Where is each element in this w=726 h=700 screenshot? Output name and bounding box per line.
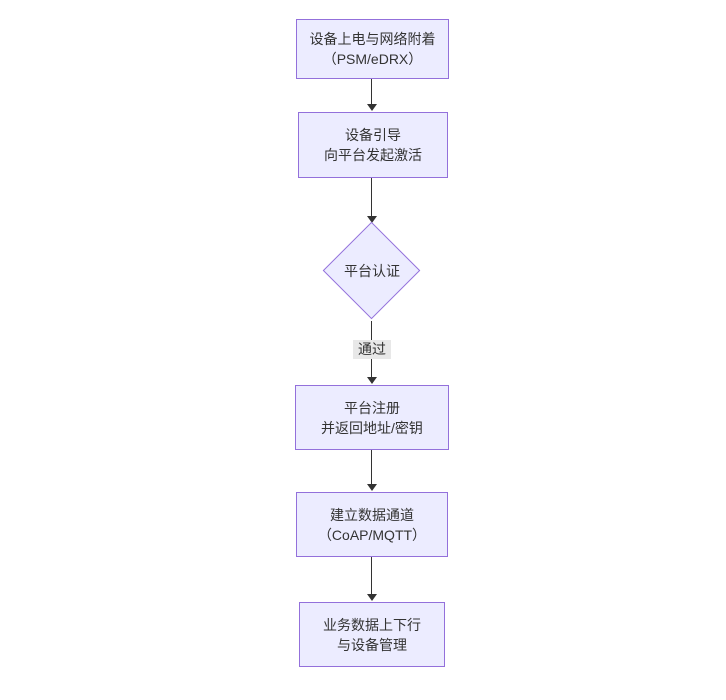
arrowhead-down-icon [367, 104, 377, 111]
node-text-line: （CoAP/MQTT） [317, 526, 427, 543]
node-business-data-device-mgmt: 业务数据上下行 与设备管理 [299, 602, 445, 667]
node-text-line: 建立数据通道 [330, 506, 414, 523]
node-platform-auth-decision: 平台认证 [322, 221, 422, 321]
node-text-line: （PSM/eDRX） [322, 51, 423, 67]
arrowhead-down-icon [367, 377, 377, 384]
node-text-line: 平台注册 [344, 399, 400, 416]
arrow-shaft [371, 79, 372, 105]
node-text-line: 设备上电与网络附着 [309, 31, 436, 47]
arrow-b-to-c [366, 178, 378, 223]
arrow-shaft [371, 450, 372, 485]
node-text-line: 平台认证 [344, 263, 400, 279]
arrow-shaft [371, 557, 372, 595]
arrowhead-down-icon [367, 594, 377, 601]
node-establish-data-channel: 建立数据通道 （CoAP/MQTT） [296, 492, 448, 557]
node-text-line: 向平台发起激活 [324, 147, 422, 163]
node-text-line: 设备引导 [345, 127, 401, 143]
arrow-e-to-f [366, 557, 378, 601]
node-device-poweron-attach: 设备上电与网络附着 （PSM/eDRX） [296, 19, 449, 79]
arrowhead-down-icon [367, 216, 377, 223]
node-text-line: 与设备管理 [337, 636, 407, 653]
edge-label-pass: 通过 [353, 340, 391, 359]
arrow-a-to-b [366, 79, 378, 111]
node-text-line: 并返回地址/密钥 [321, 419, 423, 436]
arrowhead-down-icon [367, 484, 377, 491]
arrow-shaft [371, 178, 372, 217]
arrow-d-to-e [366, 450, 378, 491]
node-device-bootstrap-activate: 设备引导 向平台发起激活 [298, 112, 448, 178]
node-platform-register: 平台注册 并返回地址/密钥 [295, 385, 449, 450]
node-text-line: 业务数据上下行 [323, 616, 421, 633]
